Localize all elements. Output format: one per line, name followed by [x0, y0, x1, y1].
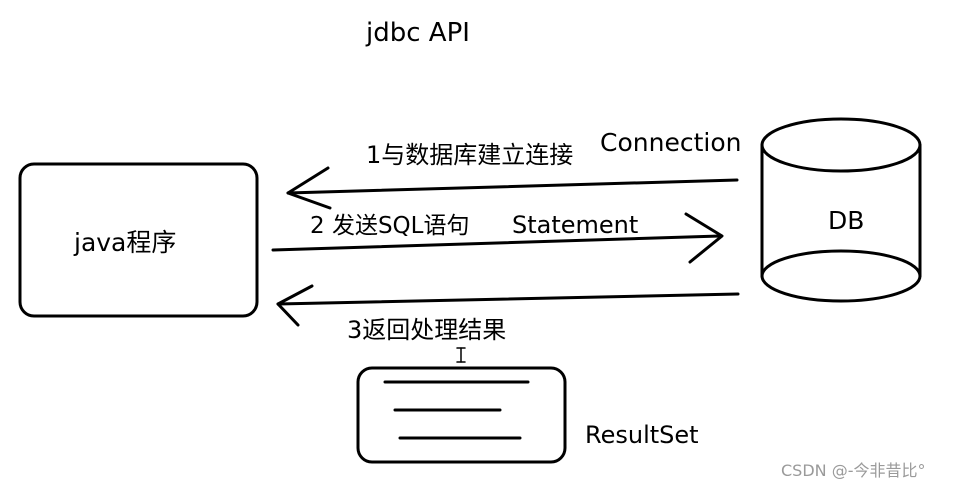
connect-arrow	[286, 166, 739, 210]
watermark: CSDN @-今非昔比°	[781, 461, 926, 480]
result-set-label: ResultSet	[585, 421, 699, 449]
result-set-rows	[383, 380, 530, 440]
java-program-box	[18, 162, 259, 318]
text-cursor-icon	[456, 347, 466, 363]
send-sql-arrow	[271, 212, 724, 264]
database-label: DB	[828, 206, 865, 235]
connection-label: Connection	[600, 128, 742, 157]
send-sql-step-label: 2 发送SQL语句	[310, 213, 470, 239]
java-program-label: java程序	[74, 228, 177, 257]
database-cylinder	[760, 117, 922, 303]
result-set-box	[356, 366, 567, 464]
diagram-title: jdbc API	[366, 18, 470, 48]
return-result-arrow	[276, 284, 740, 327]
statement-label: Statement	[512, 211, 639, 239]
return-result-step-label: 3返回处理结果	[347, 316, 507, 344]
connect-step-label: 1与数据库建立连接	[366, 141, 574, 169]
